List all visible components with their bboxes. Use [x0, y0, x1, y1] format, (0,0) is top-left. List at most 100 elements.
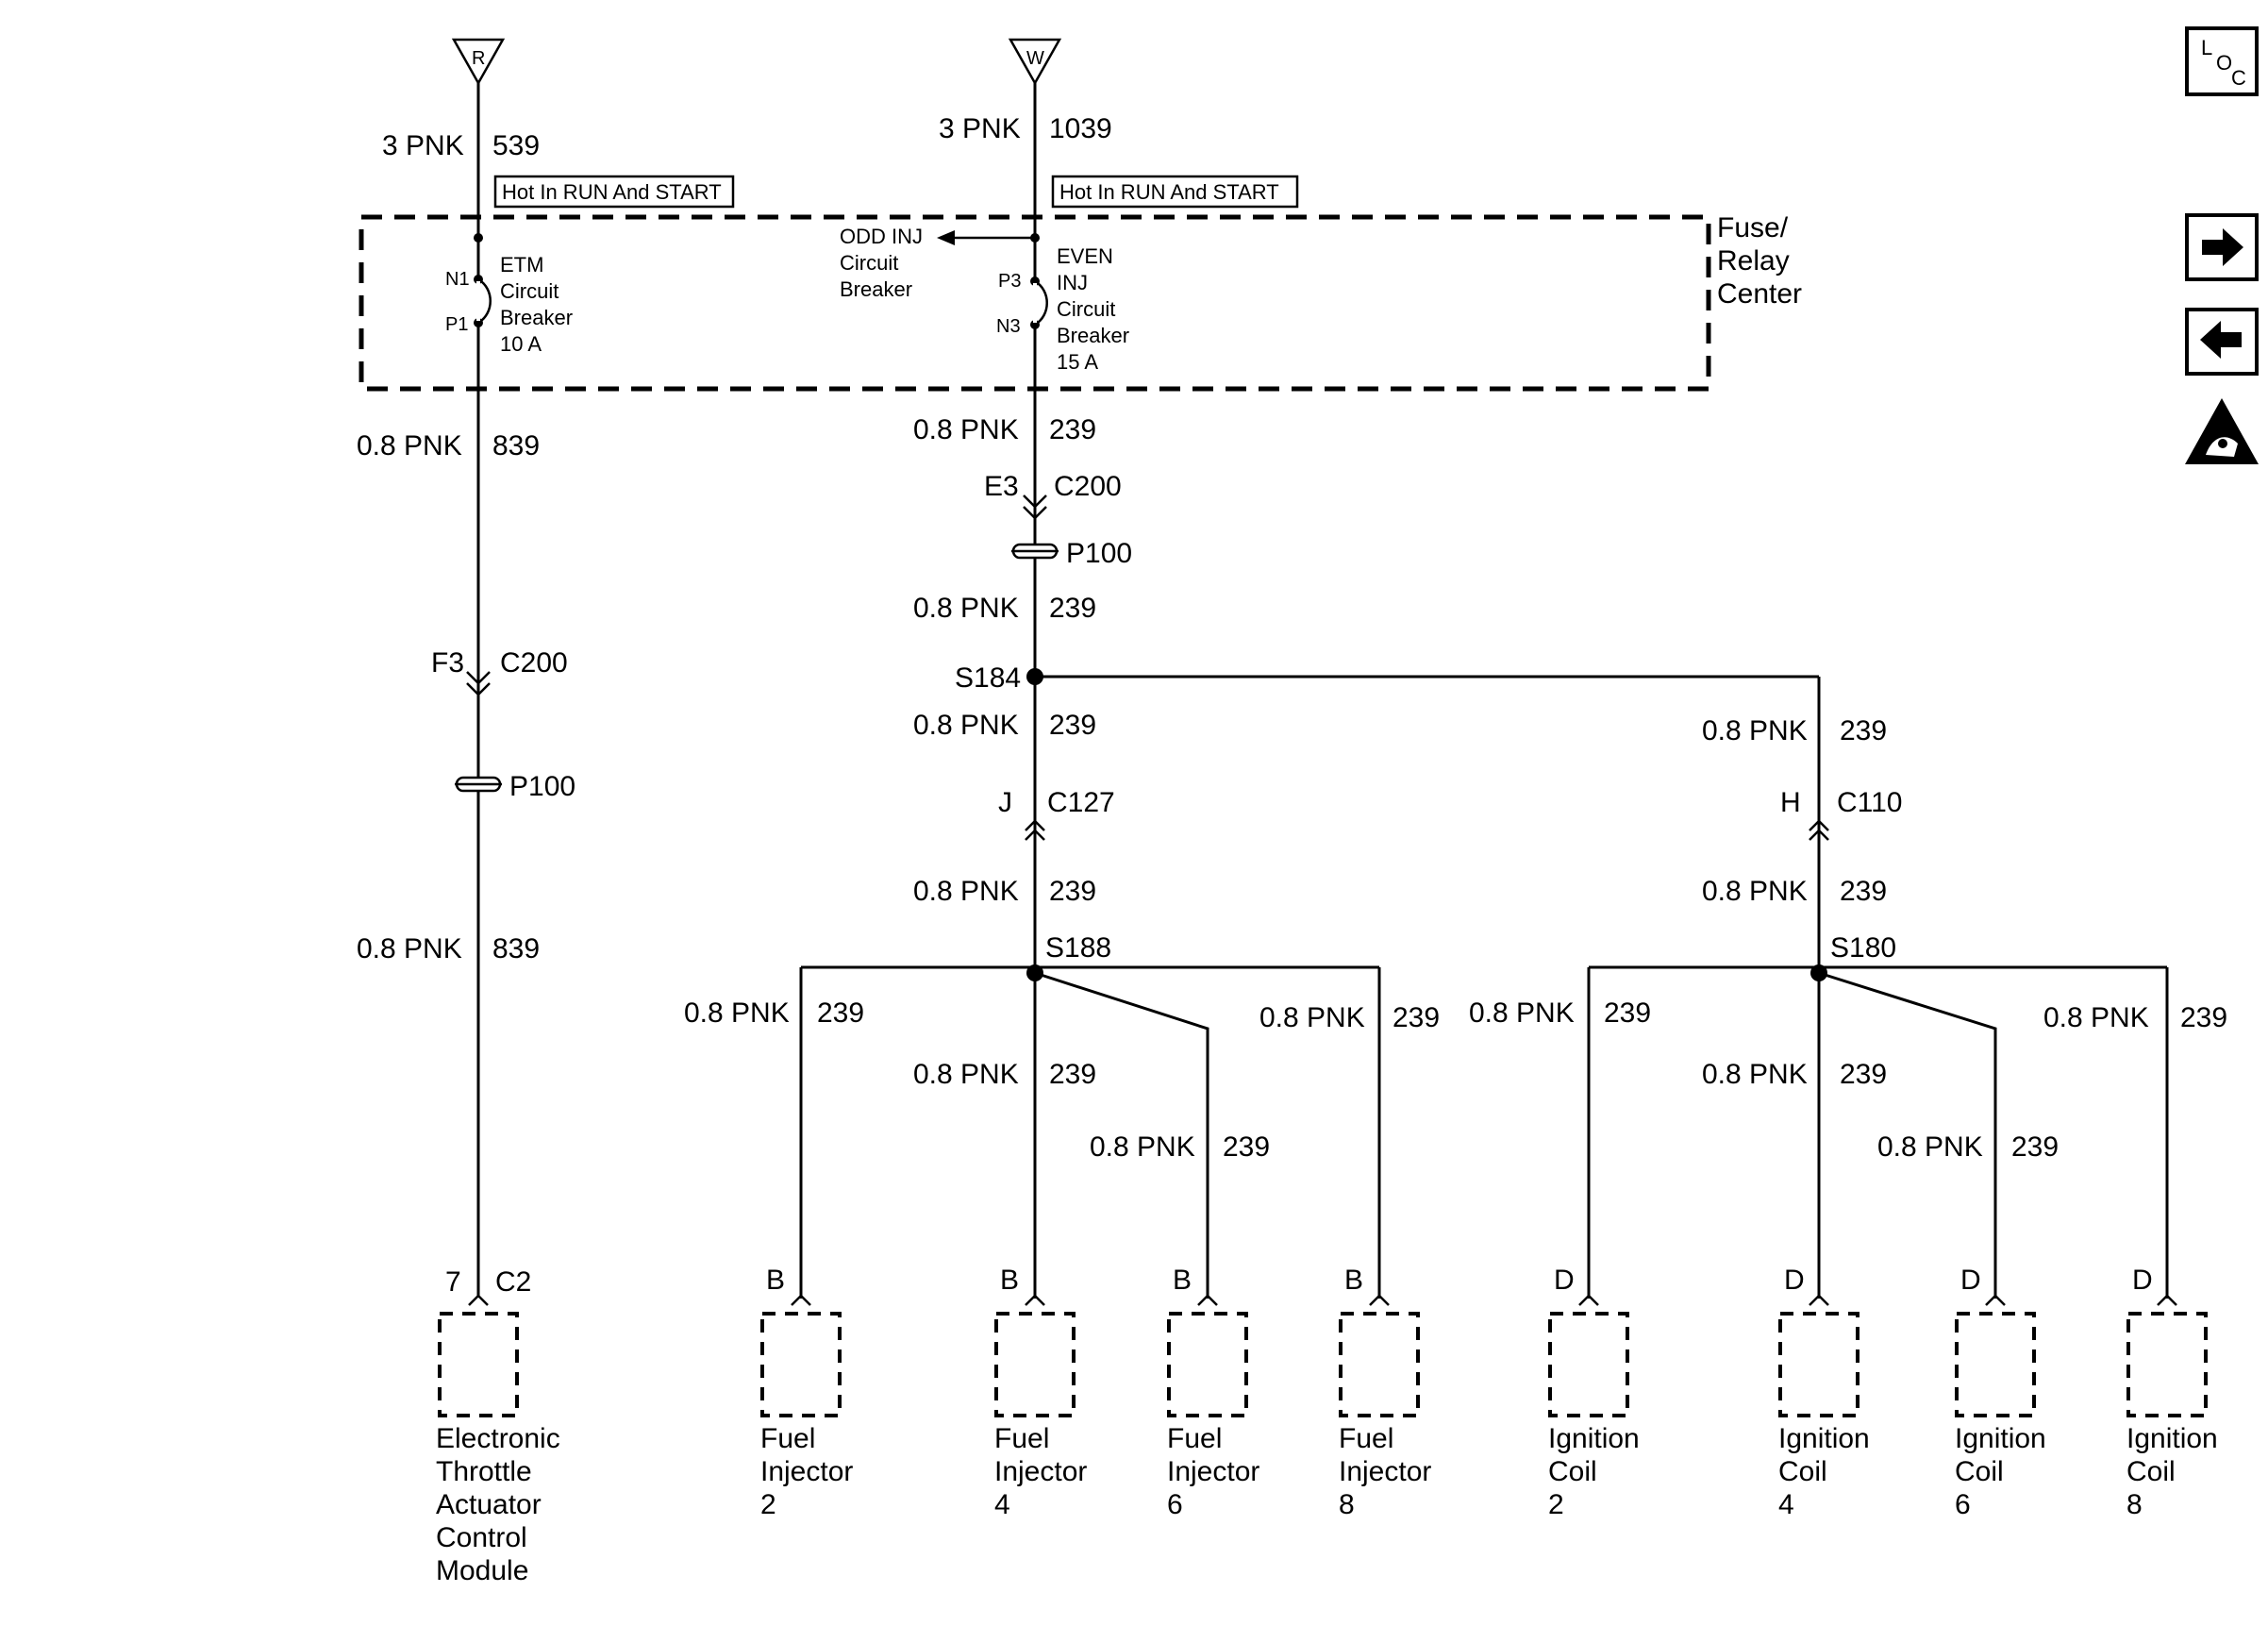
wire-239e-size: 0.8 PNK: [1702, 715, 1808, 746]
wire-ic8-size: 0.8 PNK: [2043, 1002, 2149, 1033]
fuel-injector-6-box: [1167, 1312, 1248, 1417]
wire-fi6-num: 239: [1223, 1131, 1270, 1163]
ignition-coil-2-pin: D: [1554, 1265, 1575, 1296]
p100-left-symbol: [455, 776, 502, 793]
splice-s180-label: S180: [1830, 932, 1896, 964]
splice-s188-label: S188: [1045, 932, 1111, 964]
wire-239e-num: 239: [1840, 715, 1887, 746]
wire-fi6-size: 0.8 PNK: [1090, 1131, 1195, 1163]
etac-label-4: Control: [436, 1522, 527, 1553]
etac-label-1: Electronic: [436, 1423, 560, 1454]
ignition-coil-8-label-2: Coil: [2126, 1456, 2176, 1487]
fuel-injector-6-pin: B: [1173, 1265, 1192, 1296]
hot-label-right-box: [1051, 175, 1299, 209]
wire-ic6-num: 239: [2011, 1131, 2059, 1163]
ignition-coil-8-pin: D: [2132, 1265, 2153, 1296]
etm-breaker-symbol: [477, 277, 492, 325]
wire-239a-num: 239: [1049, 414, 1096, 445]
wire-ic6-size: 0.8 PNK: [1877, 1131, 1983, 1163]
connector-h-pin: H: [1780, 787, 1801, 818]
wire-839a-size: 0.8 PNK: [357, 430, 462, 461]
even-breaker-symbol: [1034, 279, 1048, 327]
arrow-right-icon[interactable]: [2185, 213, 2259, 281]
p100-center-label: P100: [1066, 538, 1132, 569]
wire-ic8-num: 239: [2180, 1002, 2227, 1033]
wire-839a-num: 839: [492, 430, 540, 461]
ignition-coil-4-pin: D: [1784, 1265, 1805, 1296]
etac-connector-symbol: [468, 1294, 489, 1306]
ignition-coil-6-label-3: 6: [1955, 1489, 1971, 1520]
hot-label-right: Hot In RUN And START: [1059, 180, 1279, 204]
fuel-injector-8-label-3: 8: [1339, 1489, 1355, 1520]
etm-label-3: Breaker: [500, 306, 573, 329]
source-w: W: [1008, 38, 1062, 86]
loc-icon[interactable]: L O C: [2185, 26, 2259, 96]
fuel-injector-6-pin-symbol: [1197, 1294, 1218, 1306]
etm-node-top: [474, 233, 483, 243]
etac-label-2: Throttle: [436, 1456, 532, 1487]
fuel-injector-4-label-1: Fuel: [994, 1423, 1049, 1454]
ignition-coil-6-label-1: Ignition: [1955, 1423, 2046, 1454]
source-r: R: [451, 38, 506, 86]
wire-fi2-size: 0.8 PNK: [684, 997, 790, 1029]
etac-conn: C2: [495, 1266, 531, 1298]
wire-fi4-size: 0.8 PNK: [913, 1059, 1019, 1090]
even-label-5: 15 A: [1057, 350, 1098, 374]
wire-839b-num: 839: [492, 933, 540, 964]
wire-1039-size: 3 PNK: [939, 113, 1021, 144]
wire-239b-num: 239: [1049, 593, 1096, 624]
wire-ic2-num: 239: [1604, 997, 1651, 1029]
fuel-injector-2-pin-symbol: [791, 1294, 811, 1306]
wire-ic6: [1818, 971, 1997, 1299]
wire-239c-num: 239: [1049, 710, 1096, 741]
fuel-injector-2-label-2: Injector: [760, 1456, 853, 1487]
fuel-injector-4-pin-symbol: [1025, 1294, 1045, 1306]
fuel-injector-8-label-2: Injector: [1339, 1456, 1431, 1487]
wire-fi4-num: 239: [1049, 1059, 1096, 1090]
wire-1039-num: 1039: [1049, 113, 1112, 144]
svg-text:L: L: [2201, 36, 2212, 59]
odd-inj-label-2: Circuit: [840, 251, 898, 275]
arrow-left-icon[interactable]: [2185, 308, 2259, 376]
etac-label-3: Actuator: [436, 1489, 542, 1520]
fuse-center-label-2: Relay: [1717, 245, 1790, 277]
even-label-3: Circuit: [1057, 297, 1115, 321]
svg-text:O: O: [2216, 51, 2232, 75]
odd-inj-label-1: ODD INJ: [840, 225, 923, 248]
wire-fi2-num: 239: [817, 997, 864, 1029]
ignition-coil-2-box: [1548, 1312, 1629, 1417]
wire-539-num: 539: [492, 130, 540, 161]
ignition-coil-4-box: [1778, 1312, 1859, 1417]
wire-539-size: 3 PNK: [382, 130, 464, 161]
connector-e3-symbol: [1023, 495, 1047, 520]
ignition-coil-6-pin: D: [1960, 1265, 1981, 1296]
ignition-coil-2-pin-symbol: [1578, 1294, 1599, 1306]
wire-ic4-size: 0.8 PNK: [1702, 1059, 1808, 1090]
fuel-injector-4-pin: B: [1000, 1265, 1019, 1296]
components-row: BFuelInjector2BFuelInjector4BFuelInjecto…: [760, 1265, 2218, 1520]
etac-pin: 7: [445, 1266, 461, 1298]
wire-239a-size: 0.8 PNK: [913, 414, 1019, 445]
source-w-label: W: [1026, 48, 1044, 69]
connector-e3-pin: E3: [984, 471, 1019, 502]
fuse-center-label-3: Center: [1717, 278, 1802, 310]
fuel-injector-2-label-1: Fuel: [760, 1423, 815, 1454]
even-pin-p3: P3: [998, 271, 1021, 292]
fuel-injector-8-box: [1339, 1312, 1420, 1417]
p100-left-label: P100: [509, 771, 575, 802]
wire-239b-size: 0.8 PNK: [913, 593, 1019, 624]
connector-f3-symbol: [466, 671, 491, 696]
etm-pin-n1: N1: [445, 269, 470, 290]
ignition-coil-6-label-2: Coil: [1955, 1456, 2004, 1487]
fuel-injector-8-pin-symbol: [1369, 1294, 1390, 1306]
connector-f3-pin: F3: [431, 647, 464, 679]
even-label-4: Breaker: [1057, 324, 1129, 347]
hot-label-left-box: [493, 175, 735, 209]
fuse-center-label-1: Fuse/: [1717, 212, 1789, 243]
